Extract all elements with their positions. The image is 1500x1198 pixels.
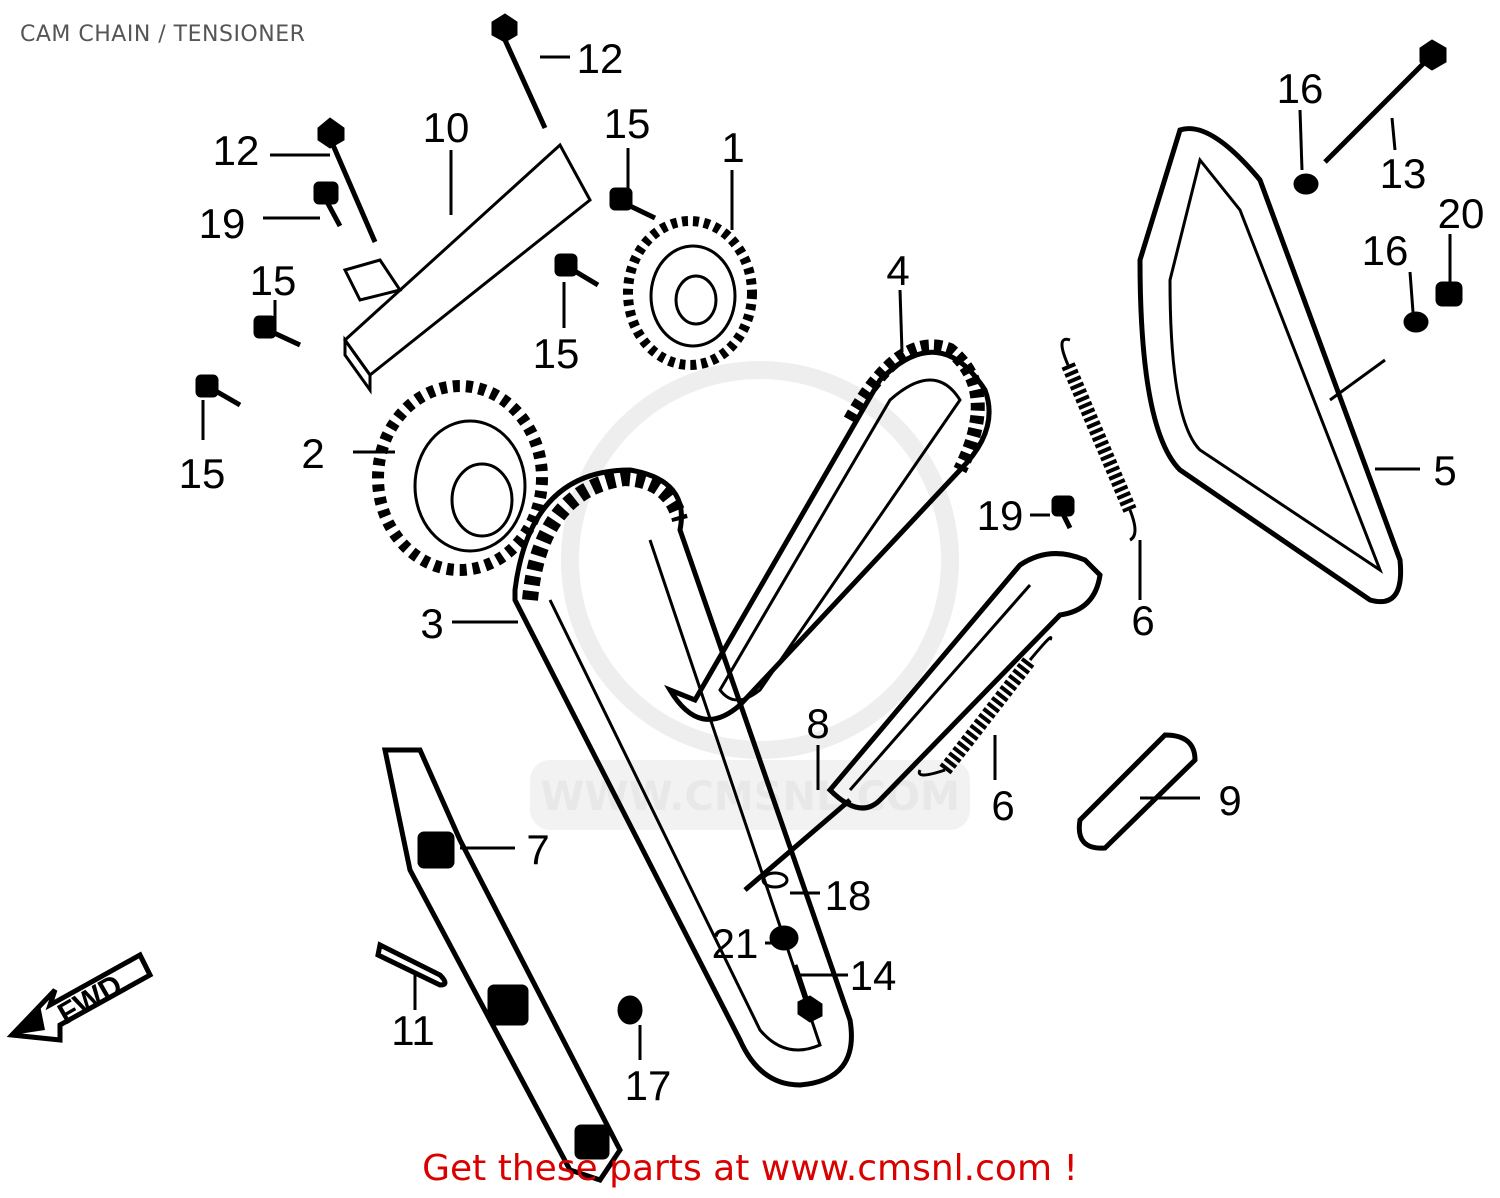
callout-15c: 15 (250, 257, 297, 304)
part-19-bolt-b (1051, 495, 1075, 530)
callout-16a: 16 (1277, 65, 1324, 112)
part-5-guide (1137, 126, 1404, 604)
part-20-nut (1435, 281, 1463, 307)
part-15-bolt-d (195, 374, 242, 408)
callout-8: 8 (806, 700, 829, 747)
callout-11: 11 (391, 1007, 435, 1054)
part-21-nut (769, 925, 799, 951)
footer-link[interactable]: Get these parts at www.cmsnl.com ! (422, 1148, 1078, 1189)
callout-12a: 12 (577, 35, 624, 82)
callouts: 1 2 3 4 5 6 6 7 8 9 10 11 12 12 13 14 15… (179, 35, 1485, 1109)
callout-13: 13 (1380, 150, 1427, 197)
callout-16b: 16 (1362, 227, 1409, 274)
callout-5: 5 (1433, 447, 1456, 494)
callout-20: 20 (1438, 190, 1485, 237)
part-2-sprocket (372, 380, 548, 576)
callout-3: 3 (420, 600, 443, 647)
fwd-label: FWD (52, 968, 128, 1031)
part-10-guide (342, 142, 592, 395)
part-15-bolt-a (609, 187, 657, 221)
part-13-bolt (1323, 39, 1447, 164)
part-12-bolt-a (491, 13, 548, 130)
part-16-washer-a (1293, 173, 1319, 195)
part-9-pin (1076, 732, 1198, 851)
part-6-spring-a (1060, 337, 1137, 542)
callout-6b: 6 (991, 782, 1014, 829)
part-16-washer-b (1403, 311, 1429, 333)
leader-lines (201, 55, 1452, 1060)
part-3-chain (512, 467, 854, 1088)
callout-19a: 19 (199, 200, 246, 247)
part-14-bolt (792, 964, 823, 1023)
fwd-arrow: FWD (6, 951, 154, 1043)
callout-10: 10 (423, 104, 470, 151)
callout-14: 14 (850, 952, 897, 999)
callout-9: 9 (1218, 777, 1241, 824)
callout-21: 21 (712, 920, 759, 967)
part-19-bolt-a (313, 181, 343, 228)
part-15-bolt-c (253, 315, 302, 348)
part-15-bolt-b (554, 253, 600, 288)
callout-19b: 19 (977, 492, 1024, 539)
diagram-title: CAM CHAIN / TENSIONER (20, 22, 306, 47)
part-6-spring-b (917, 636, 1053, 777)
callout-2: 2 (301, 430, 324, 477)
part-7-guide (381, 747, 623, 1183)
part-8-tensioner-arm (743, 551, 1103, 892)
part-1-sprocket (623, 216, 757, 370)
callout-1: 1 (721, 124, 744, 171)
part-17-grommet (617, 995, 643, 1025)
callout-15d: 15 (179, 450, 226, 497)
part-12-bolt-b (317, 117, 378, 243)
callout-15a: 15 (604, 100, 651, 147)
callout-17: 17 (625, 1062, 672, 1109)
callout-4: 4 (886, 247, 909, 294)
part-18-washer (761, 871, 789, 889)
callout-18: 18 (825, 872, 872, 919)
callout-12b: 12 (213, 127, 260, 174)
part-11-dowel (375, 941, 448, 988)
callout-6a: 6 (1131, 597, 1154, 644)
callout-15b: 15 (533, 330, 580, 377)
callout-7: 7 (526, 826, 549, 873)
part-4-chain (664, 339, 992, 722)
